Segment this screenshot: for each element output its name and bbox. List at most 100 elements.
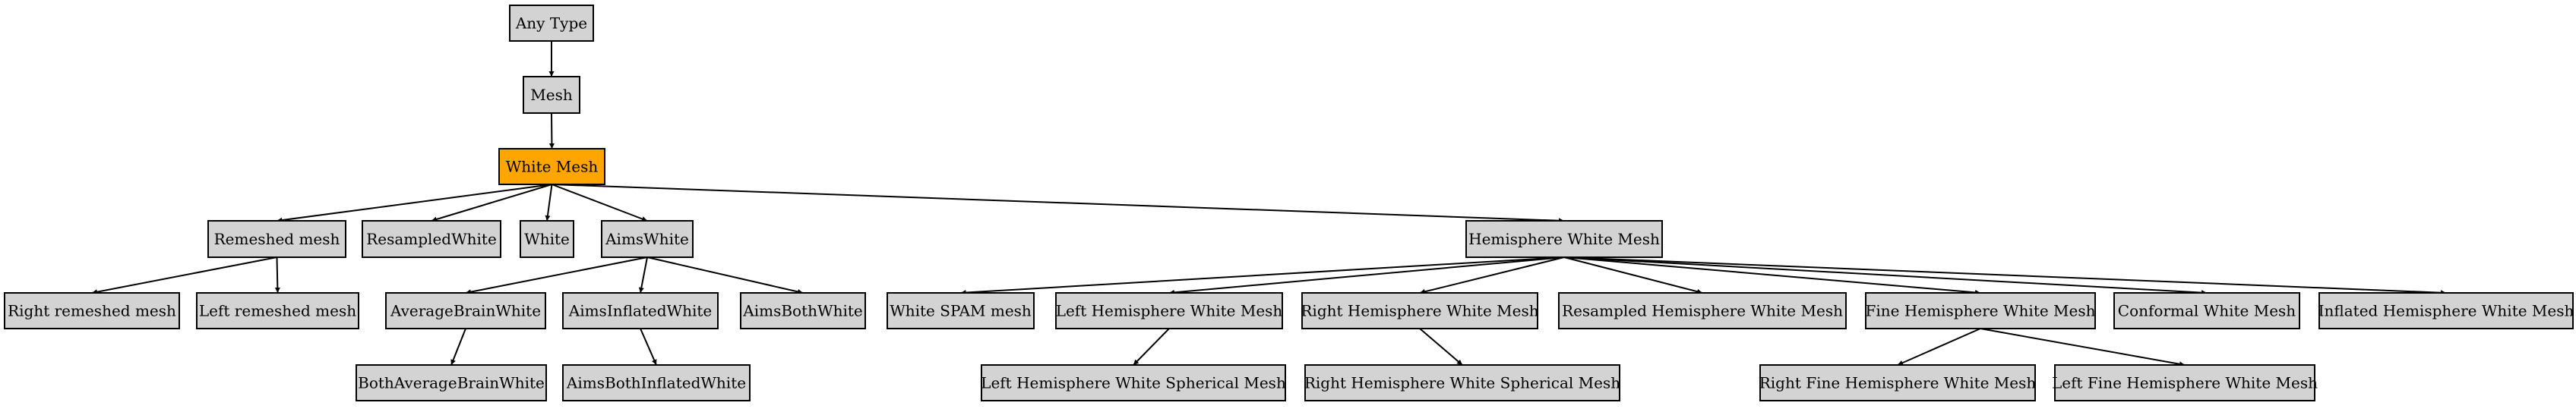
- node-label: Any Type: [515, 14, 587, 33]
- node-right-hemisphere-white-spherical-mesh[interactable]: Right Hemisphere White Spherical Mesh: [1304, 364, 1620, 401]
- node-box[interactable]: [981, 364, 1286, 401]
- edge-arrow: [1563, 256, 1703, 294]
- edge-arrow: [552, 184, 1565, 224]
- edge-white-mesh-to-white: [545, 184, 553, 222]
- edge-arrow: [1563, 256, 2447, 296]
- edge-aims-white-to-aims-inflated-white: [638, 256, 648, 294]
- node-left-remeshed-mesh[interactable]: Left remeshed mesh: [196, 292, 359, 329]
- edge-arrow: [465, 256, 648, 295]
- node-box[interactable]: [356, 364, 547, 401]
- edge-remeshed-mesh-to-right-remeshed-mesh: [91, 256, 277, 295]
- node-box[interactable]: [1301, 292, 1538, 329]
- node-label: White: [524, 230, 570, 248]
- node-resampled-white[interactable]: ResampledWhite: [362, 220, 501, 258]
- edge-average-brain-white-to-both-average-brain-white: [450, 328, 466, 366]
- edge-arrow: [960, 256, 1565, 296]
- edge-aims-white-to-aims-both-white: [646, 256, 804, 294]
- node-label: AimsBothInflatedWhite: [566, 374, 746, 392]
- node-box[interactable]: [562, 364, 751, 401]
- edge-arrow: [1980, 328, 2186, 367]
- node-label: Hemisphere White Mesh: [1468, 230, 1660, 248]
- node-box[interactable]: [509, 5, 594, 42]
- node-box[interactable]: [2113, 292, 2300, 329]
- node-label: Right Hemisphere White Mesh: [1301, 302, 1538, 320]
- node-aims-white[interactable]: AimsWhite: [601, 220, 694, 258]
- edge-arrow: [1168, 256, 1565, 295]
- node-inflated-hemisphere-white-mesh[interactable]: Inflated Hemisphere White Mesh: [2318, 292, 2574, 329]
- edge-arrow: [638, 256, 648, 294]
- node-left-hemisphere-white-mesh[interactable]: Left Hemisphere White Mesh: [1055, 292, 1283, 329]
- edge-fine-hemisphere-white-mesh-to-right-fine-hemisphere-white-mesh: [1897, 328, 1981, 366]
- node-box[interactable]: [1055, 292, 1283, 329]
- node-aims-inflated-white[interactable]: AimsInflatedWhite: [562, 292, 719, 329]
- node-box[interactable]: [523, 76, 580, 114]
- node-box[interactable]: [887, 292, 1035, 329]
- node-label: BothAverageBrainWhite: [358, 374, 545, 392]
- edge-arrow: [1419, 256, 1565, 294]
- node-white[interactable]: White: [520, 220, 574, 258]
- node-box[interactable]: [498, 148, 605, 185]
- node-box[interactable]: [207, 220, 346, 258]
- node-box[interactable]: [196, 292, 359, 329]
- node-aims-both-inflated-white[interactable]: AimsBothInflatedWhite: [562, 364, 751, 401]
- node-label: AverageBrainWhite: [390, 302, 541, 320]
- node-label: AimsBothWhite: [742, 302, 862, 320]
- node-box[interactable]: [740, 292, 866, 329]
- node-box[interactable]: [362, 220, 501, 258]
- edge-hemisphere-white-mesh-to-left-hemisphere-white-mesh: [1168, 256, 1565, 295]
- node-label: Inflated Hemisphere White Mesh: [2318, 302, 2574, 320]
- edge-arrow: [91, 256, 277, 295]
- edge-aims-inflated-white-to-aims-both-inflated-white: [640, 328, 657, 366]
- node-label: Left Hemisphere White Mesh: [1056, 302, 1283, 320]
- edge-arrow: [277, 184, 552, 223]
- node-box[interactable]: [520, 220, 574, 258]
- node-box[interactable]: [4, 292, 180, 329]
- node-box[interactable]: [1304, 364, 1620, 401]
- node-right-fine-hemisphere-white-mesh[interactable]: Right Fine Hemisphere White Mesh: [1759, 364, 2037, 401]
- node-white-spam-mesh[interactable]: White SPAM mesh: [887, 292, 1035, 329]
- edge-white-mesh-to-remeshed-mesh: [277, 184, 552, 223]
- edge-arrow: [274, 256, 280, 294]
- edge-arrow: [1419, 328, 1463, 366]
- node-box[interactable]: [2054, 364, 2315, 401]
- node-box[interactable]: [1558, 292, 1847, 329]
- node-box[interactable]: [1865, 292, 2096, 329]
- node-label: Right Hemisphere White Spherical Mesh: [1304, 374, 1620, 392]
- node-both-average-brain-white[interactable]: BothAverageBrainWhite: [356, 364, 547, 401]
- node-left-fine-hemisphere-white-mesh[interactable]: Left Fine Hemisphere White Mesh: [2052, 364, 2318, 401]
- node-box[interactable]: [601, 220, 694, 258]
- edge-arrow: [1563, 256, 2208, 296]
- edge-right-hemisphere-white-mesh-to-right-hemisphere-white-spherical-mesh: [1419, 328, 1463, 366]
- edge-hemisphere-white-mesh-to-conformal-white-mesh: [1563, 256, 2208, 296]
- node-fine-hemisphere-white-mesh[interactable]: Fine Hemisphere White Mesh: [1865, 292, 2096, 329]
- edge-arrow: [1897, 328, 1981, 366]
- edge-white-mesh-to-hemisphere-white-mesh: [552, 184, 1565, 224]
- node-label: Right Fine Hemisphere White Mesh: [1759, 374, 2037, 392]
- node-white-mesh[interactable]: White Mesh: [498, 148, 605, 185]
- node-right-hemisphere-white-mesh[interactable]: Right Hemisphere White Mesh: [1301, 292, 1539, 329]
- node-average-brain-white[interactable]: AverageBrainWhite: [385, 292, 546, 329]
- node-mesh[interactable]: Mesh: [523, 76, 580, 114]
- edge-arrow: [450, 328, 466, 366]
- node-label: Remeshed mesh: [214, 230, 340, 248]
- node-left-hemisphere-white-spherical-mesh[interactable]: Left Hemisphere White Spherical Mesh: [981, 364, 1286, 401]
- node-box[interactable]: [1759, 364, 2036, 401]
- node-remeshed-mesh[interactable]: Remeshed mesh: [207, 220, 346, 258]
- node-label: Left Hemisphere White Spherical Mesh: [981, 374, 1286, 392]
- node-resampled-hemisphere-white-mesh[interactable]: Resampled Hemisphere White Mesh: [1558, 292, 1847, 329]
- node-label: AimsInflatedWhite: [568, 302, 713, 320]
- node-conformal-white-mesh[interactable]: Conformal White Mesh: [2113, 292, 2300, 329]
- node-aims-both-white[interactable]: AimsBothWhite: [740, 292, 866, 329]
- node-hemisphere-white-mesh[interactable]: Hemisphere White Mesh: [1465, 220, 1663, 258]
- node-any-type[interactable]: Any Type: [509, 5, 594, 42]
- node-box[interactable]: [385, 292, 546, 329]
- node-box[interactable]: [562, 292, 719, 329]
- edge-arrow: [431, 184, 552, 222]
- node-right-remeshed-mesh[interactable]: Right remeshed mesh: [4, 292, 180, 329]
- node-box[interactable]: [1465, 220, 1663, 258]
- node-box[interactable]: [2318, 292, 2574, 329]
- edge-hemisphere-white-mesh-to-inflated-hemisphere-white-mesh: [1563, 256, 2447, 296]
- edge-hemisphere-white-mesh-to-white-spam-mesh: [960, 256, 1565, 296]
- edge-hemisphere-white-mesh-to-right-hemisphere-white-mesh: [1419, 256, 1565, 294]
